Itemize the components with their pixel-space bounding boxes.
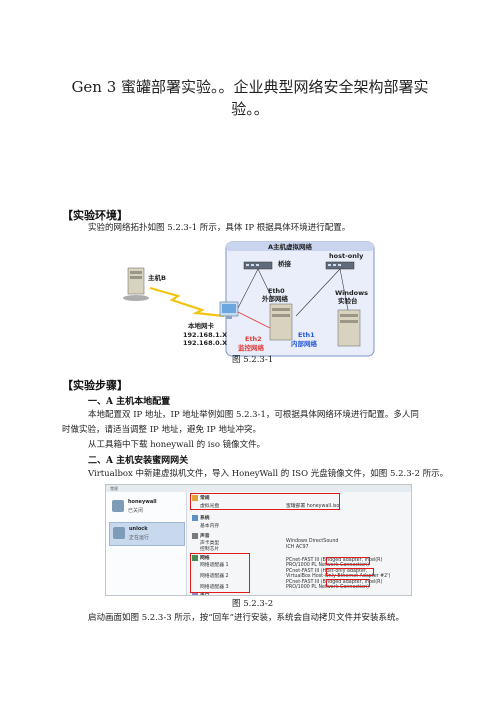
local-pc-icon — [219, 301, 239, 319]
env-heading: 【实验环境】 — [62, 209, 128, 222]
network-topology-diagram: A主机虚拟网络 主机B 本地网卡 192.168.1.X 192.168.0.X… — [120, 240, 380, 358]
hostonly-switch-icon — [325, 261, 355, 270]
host-b-server-icon — [123, 267, 149, 301]
bridge-label: 桥接 — [278, 259, 292, 268]
eth1-label-2: 内部网络 — [291, 339, 318, 348]
highlight-hostonly — [326, 568, 374, 576]
nic-title: 本地网卡 — [188, 321, 215, 330]
eth0-label-1: Eth0 — [268, 287, 285, 295]
bridge-switch-icon — [243, 261, 273, 270]
nic-ip-1: 192.168.1.X — [183, 331, 227, 339]
eth2-label-1: Eth2 — [245, 335, 262, 343]
figure-2-caption: 图 5.2.3-2 — [232, 599, 274, 609]
serial-icon — [192, 592, 198, 595]
windows-server-icon — [337, 309, 361, 347]
step-2-paragraph: Virtualbox 中新建虚拟机文件，导入 HoneyWall 的 ISO 光… — [88, 469, 449, 479]
figure-1-caption: 图 5.2.3-1 — [232, 355, 274, 365]
net-adapter-3-value: PCnet-FAST III (Bridged adapter, Intel(R… — [286, 580, 383, 585]
lightning-link — [149, 286, 225, 318]
system-icon — [192, 514, 198, 521]
highlight-bridged-1 — [326, 557, 370, 565]
vm-icon — [112, 500, 124, 512]
network-icon — [192, 554, 198, 561]
section-system[interactable]: 系统 — [192, 514, 210, 521]
vbox-header-general: 常规 — [110, 486, 118, 491]
vm-list-item[interactable]: honeywall 已关闭 — [109, 496, 183, 518]
system-label: 基本内存 — [200, 524, 220, 529]
steps-heading: 【实验步骤】 — [62, 379, 128, 392]
vm-details: 常规 虚拟光盘 蜜罐部署 honeywall.iso 系统 基本内存 声音 声卡… — [188, 492, 411, 595]
net-adapter-1-value-2: PRO/1000 PL Network Connection) — [286, 563, 370, 568]
env-paragraph: 实验的网络拓扑如图 5.2.3-1 所示，具体 IP 根据具体环境进行配置。 — [88, 223, 351, 233]
net-adapter-1-label: 网络适配器 1 — [200, 563, 229, 568]
section-network[interactable]: 网络 — [192, 554, 210, 561]
step-1-paragraph-2: 时做实验，请适当调整 IP 地址，避免 IP 地址冲突。 — [62, 425, 261, 435]
eth1-label-1: Eth1 — [298, 331, 315, 339]
host-b-label: 主机B — [148, 273, 166, 282]
eth2-label-2: 监控网络 — [238, 343, 265, 352]
highlight-storage — [190, 493, 340, 510]
step-1-paragraph-1: 本地配置双 IP 地址，IP 地址举例如图 5.2.3-1，可根据具体网络环境进… — [88, 410, 419, 420]
windows-label-1: Windows — [335, 289, 368, 297]
step-1-paragraph-3: 从工具箱中下载 honeywall 的 iso 镜像文件。 — [88, 440, 266, 450]
step-2-heading: 二、A 主机安装蜜网网关 — [88, 456, 189, 466]
virtualbox-screenshot: 常规 honeywall 已关闭 unlock 正在运行 常规 虚拟光盘 蜜罐部… — [105, 484, 412, 596]
net-adapter-1-value: PCnet-FAST III (Bridged adapter, Intel(R… — [286, 558, 383, 563]
vm-icon — [113, 527, 125, 539]
document-title: Gen 3 蜜罐部署实验。。企业典型网络安全架构部署实 验。。 — [60, 76, 440, 120]
section-sound[interactable]: 声音 — [192, 532, 210, 539]
speaker-icon — [192, 532, 198, 539]
disc-icon — [192, 494, 198, 501]
title-line-2: 验。。 — [231, 100, 269, 118]
highlight-network-labels — [190, 553, 250, 593]
hostonly-label: host-only — [329, 252, 364, 260]
vm-state: 已关闭 — [128, 508, 144, 514]
sound-label-1: 声卡类型 — [200, 541, 220, 546]
title-line-1: Gen 3 蜜罐部署实验。。企业典型网络安全架构部署实 — [71, 78, 429, 96]
vm-list-item-selected[interactable]: unlock 正在运行 — [109, 522, 185, 546]
vm-name: unlock — [129, 526, 148, 532]
vbox-header-bar: 常规 — [106, 485, 411, 492]
sound-value-1: Windows DirectSound — [286, 539, 339, 544]
storage-label: 虚拟光盘 — [200, 504, 220, 509]
step-1-heading: 一、A 主机本地配置 — [88, 397, 171, 407]
sound-label-2: 控制芯片 — [200, 547, 220, 552]
eth0-label-2: 外部网络 — [262, 294, 289, 303]
windows-label-2: 实验台 — [338, 296, 358, 305]
net-adapter-2-label: 网络适配器 2 — [200, 574, 229, 579]
vm-list: honeywall 已关闭 unlock 正在运行 — [106, 492, 187, 595]
highlight-bridged-3 — [326, 579, 370, 587]
sound-value-2: ICH AC97 — [286, 545, 309, 550]
section-storage[interactable]: 常规 — [192, 494, 210, 501]
nic-ip-2: 192.168.0.X — [183, 339, 227, 347]
storage-value: 蜜罐部署 honeywall.iso — [286, 504, 340, 509]
vm-name: honeywall — [128, 499, 157, 505]
section-serial[interactable]: 串口 — [192, 592, 210, 595]
last-paragraph: 启动画面如图 5.2.3-3 所示，按“回车”进行安装，系统会自动拷贝文件并安装… — [88, 613, 405, 623]
net-adapter-2-value-2: VirtualBox Host-Only Ethernet Adapter #2… — [286, 574, 391, 579]
honeywall-server-icon — [269, 303, 293, 341]
group-title: A主机虚拟网络 — [268, 242, 313, 251]
net-adapter-3-label: 网络适配器 3 — [200, 585, 229, 590]
net-adapter-3-value-2: PRO/1000 PL Network Connection) — [286, 585, 370, 590]
vm-state: 正在运行 — [129, 535, 150, 541]
